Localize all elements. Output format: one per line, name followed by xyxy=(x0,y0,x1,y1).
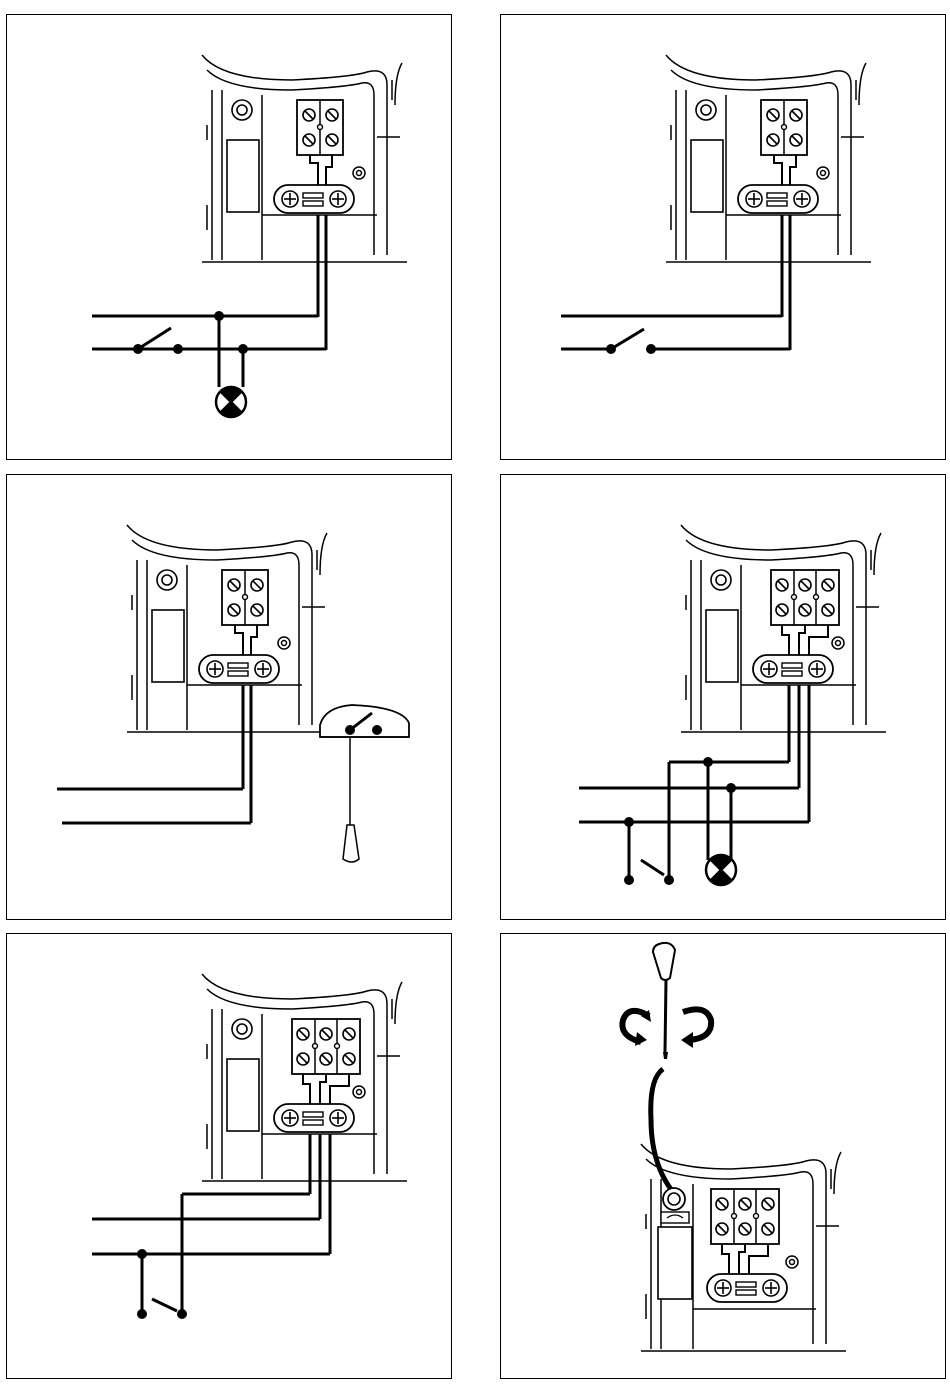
diagram-panel-1 xyxy=(6,14,452,460)
diagram-panel-3 xyxy=(6,474,452,920)
thermostat-housing xyxy=(666,55,871,350)
diagram-panel-6 xyxy=(500,933,946,1379)
switch-symbol xyxy=(137,1254,187,1319)
diagram-panel-5 xyxy=(6,933,452,1379)
terminal-block xyxy=(292,1019,360,1104)
pull-cord-switch xyxy=(320,705,409,862)
terminal-block xyxy=(711,1189,779,1274)
diagram-panel-4 xyxy=(500,474,946,920)
thermostat-housing xyxy=(127,525,332,823)
thermostat-housing xyxy=(202,55,407,350)
rotation-arrow-right-icon xyxy=(681,1009,711,1048)
thermostat-housing xyxy=(641,1144,846,1351)
diagram-panel-2 xyxy=(500,14,946,460)
thermostat-housing xyxy=(681,525,886,822)
switch-symbol xyxy=(606,329,656,354)
rotation-arrow-left-icon xyxy=(622,1010,651,1046)
adjuster-knob[interactable] xyxy=(663,1188,685,1210)
terminal-block xyxy=(222,570,268,655)
terminal-block xyxy=(761,100,807,185)
screwdriver xyxy=(651,943,677,1196)
terminal-block xyxy=(771,570,839,655)
lamp-symbol xyxy=(706,855,736,885)
thermostat-housing xyxy=(202,974,407,1254)
terminal-block xyxy=(297,100,343,185)
switch-symbol xyxy=(624,822,674,885)
lamp-symbol xyxy=(216,387,246,417)
